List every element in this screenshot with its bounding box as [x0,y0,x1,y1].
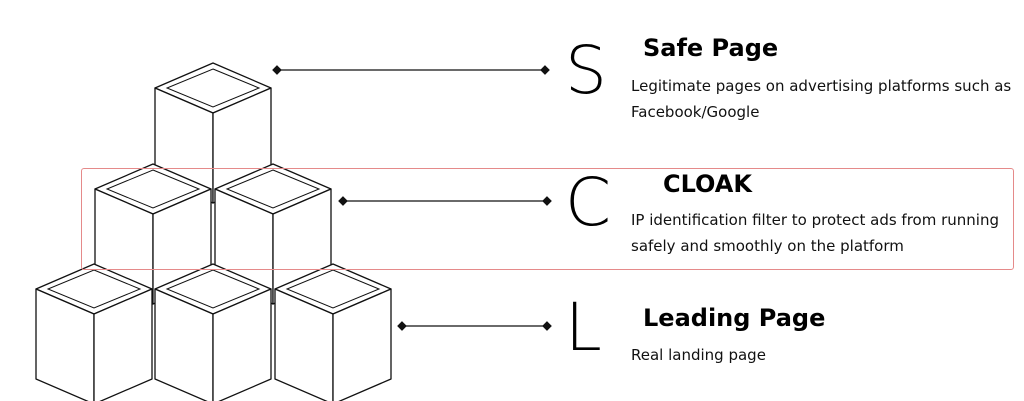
title-cloak: CLOAK [663,170,752,198]
letter-s: S [565,32,607,109]
connector-l [397,321,552,331]
cube [274,263,392,401]
title-safe-page: Safe Page [643,34,779,62]
desc-cloak: IP identification filter to protect ads … [631,211,999,255]
desc-leading-page: Real landing page [631,346,766,364]
connector-c [338,196,552,206]
connector-s [272,65,550,75]
desc-safe-page: Legitimate pages on advertising platform… [631,77,1012,121]
cloak-highlight-box [81,168,1014,270]
letter-c: C [565,164,612,241]
title-leading-page: Leading Page [643,304,826,332]
cube [154,263,272,401]
letter-l: L [565,289,602,366]
cube [35,263,153,401]
